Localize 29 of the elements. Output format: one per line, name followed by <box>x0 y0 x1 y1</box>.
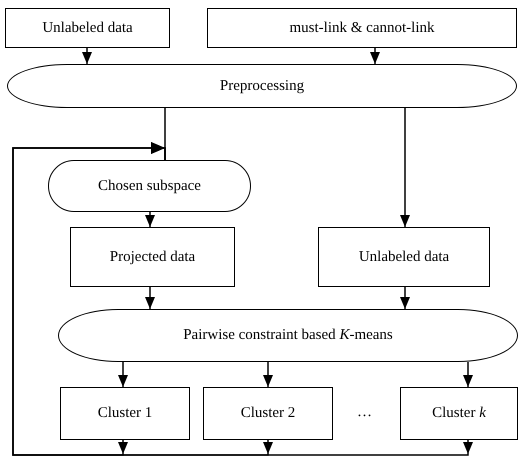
process-terminal <box>48 160 251 212</box>
process-box <box>400 387 518 440</box>
process-box <box>70 227 235 287</box>
arrow <box>263 362 273 387</box>
node-label: Projected data <box>110 248 196 266</box>
arrow <box>82 48 92 64</box>
node-label: must-link & cannot-link <box>290 20 434 36</box>
arrow <box>145 212 155 227</box>
node-label: Chosen subspace <box>98 178 201 194</box>
process-box <box>5 8 170 48</box>
node-label: Pairwise constraint based K-means <box>183 327 393 344</box>
process-box <box>318 227 490 287</box>
process-box <box>207 8 517 48</box>
node-label: Unlabeled data <box>42 20 133 36</box>
feedback-arrow <box>12 142 473 456</box>
process-box <box>203 387 333 440</box>
arrow <box>400 287 410 309</box>
node-label: Cluster 2 <box>240 405 296 422</box>
arrow <box>370 48 380 64</box>
arrow <box>118 362 128 387</box>
ellipsis-label: … <box>357 404 372 421</box>
node-label: Cluster 1 <box>98 405 152 422</box>
arrow <box>145 287 155 309</box>
arrow <box>400 108 410 227</box>
node-label: Preprocessing <box>220 78 304 94</box>
node-label: Unlabeled data <box>358 248 450 266</box>
arrow <box>463 362 473 387</box>
process-box <box>60 387 190 440</box>
node-label: Cluster k <box>432 405 486 422</box>
